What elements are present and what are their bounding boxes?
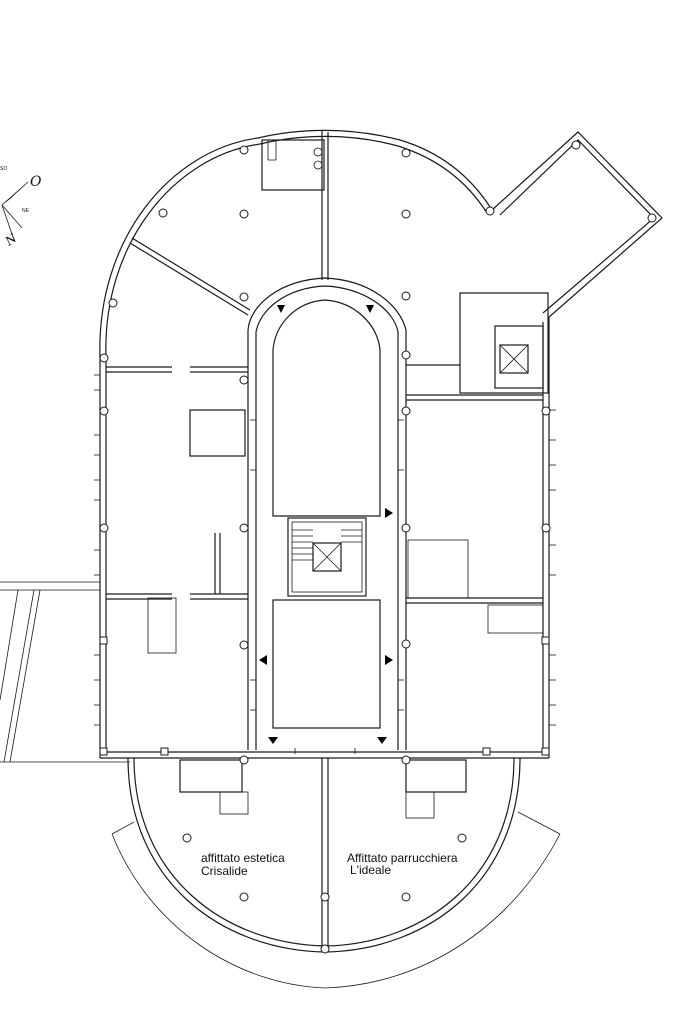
compass-north-label: N xyxy=(2,231,20,249)
right-rooms xyxy=(406,292,549,634)
columns xyxy=(99,140,657,954)
square-columns xyxy=(99,636,550,756)
compass-rose: O N SO NE xyxy=(0,166,42,249)
compass-east-label: O xyxy=(30,174,42,190)
bottom-wing xyxy=(111,757,561,989)
parrucchiera-label-line2: L'ideale xyxy=(350,863,391,877)
room-labels: affittato estetica Crisalide Affittato p… xyxy=(201,851,458,878)
entry-arrows xyxy=(259,305,393,744)
entrance-canopy xyxy=(0,581,130,763)
central-core xyxy=(247,277,407,750)
outer-shell xyxy=(99,129,663,759)
compass-so-label: SO xyxy=(0,166,7,172)
parrucchiera-label-line1: Affittato parrucchiera xyxy=(347,851,458,865)
wall-fixtures xyxy=(94,374,556,754)
estetica-label-line1: affittato estetica xyxy=(201,851,285,865)
left-rooms xyxy=(106,366,248,654)
estetica-label-line2: Crisalide xyxy=(201,864,248,878)
compass-ne-label: NE xyxy=(22,208,30,214)
top-wc xyxy=(261,139,325,191)
